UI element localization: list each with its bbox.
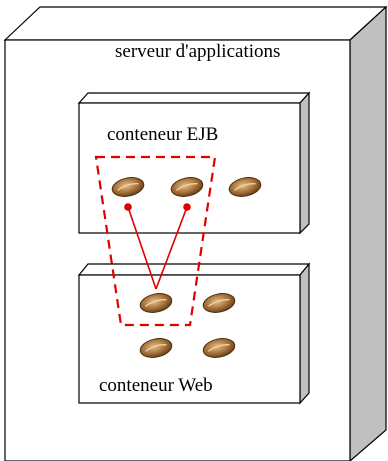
dependency-line [127,206,157,290]
dependency-links [124,203,191,290]
bean-icon [202,293,236,313]
web-container-node: conteneur Web [77,262,311,405]
bean-icon [228,177,262,197]
ejb-front-face [78,102,301,234]
component-group-outline [94,155,217,327]
server-side-face [349,5,387,461]
bean-icon [139,338,173,358]
ejb-beans [111,177,262,197]
server-label: serveur d'applications [115,41,280,62]
ejb-container-label: conteneur EJB [107,124,218,145]
web-side-face [299,262,310,405]
web-front-face [78,274,301,404]
bean-icon [202,338,236,358]
bean-icon [111,177,145,197]
dependency-endpoint [124,203,132,211]
web-container-label: conteneur Web [99,375,213,396]
ejb-container-node: conteneur EJB [77,91,311,235]
web-beans [139,293,236,358]
ejb-top-face [77,92,311,104]
bean-icon [170,177,204,197]
bean-icon [139,293,173,313]
server-top-face [3,6,388,41]
dependency-line [155,206,188,290]
dependency-endpoint [183,203,191,211]
ejb-side-face [299,91,310,235]
